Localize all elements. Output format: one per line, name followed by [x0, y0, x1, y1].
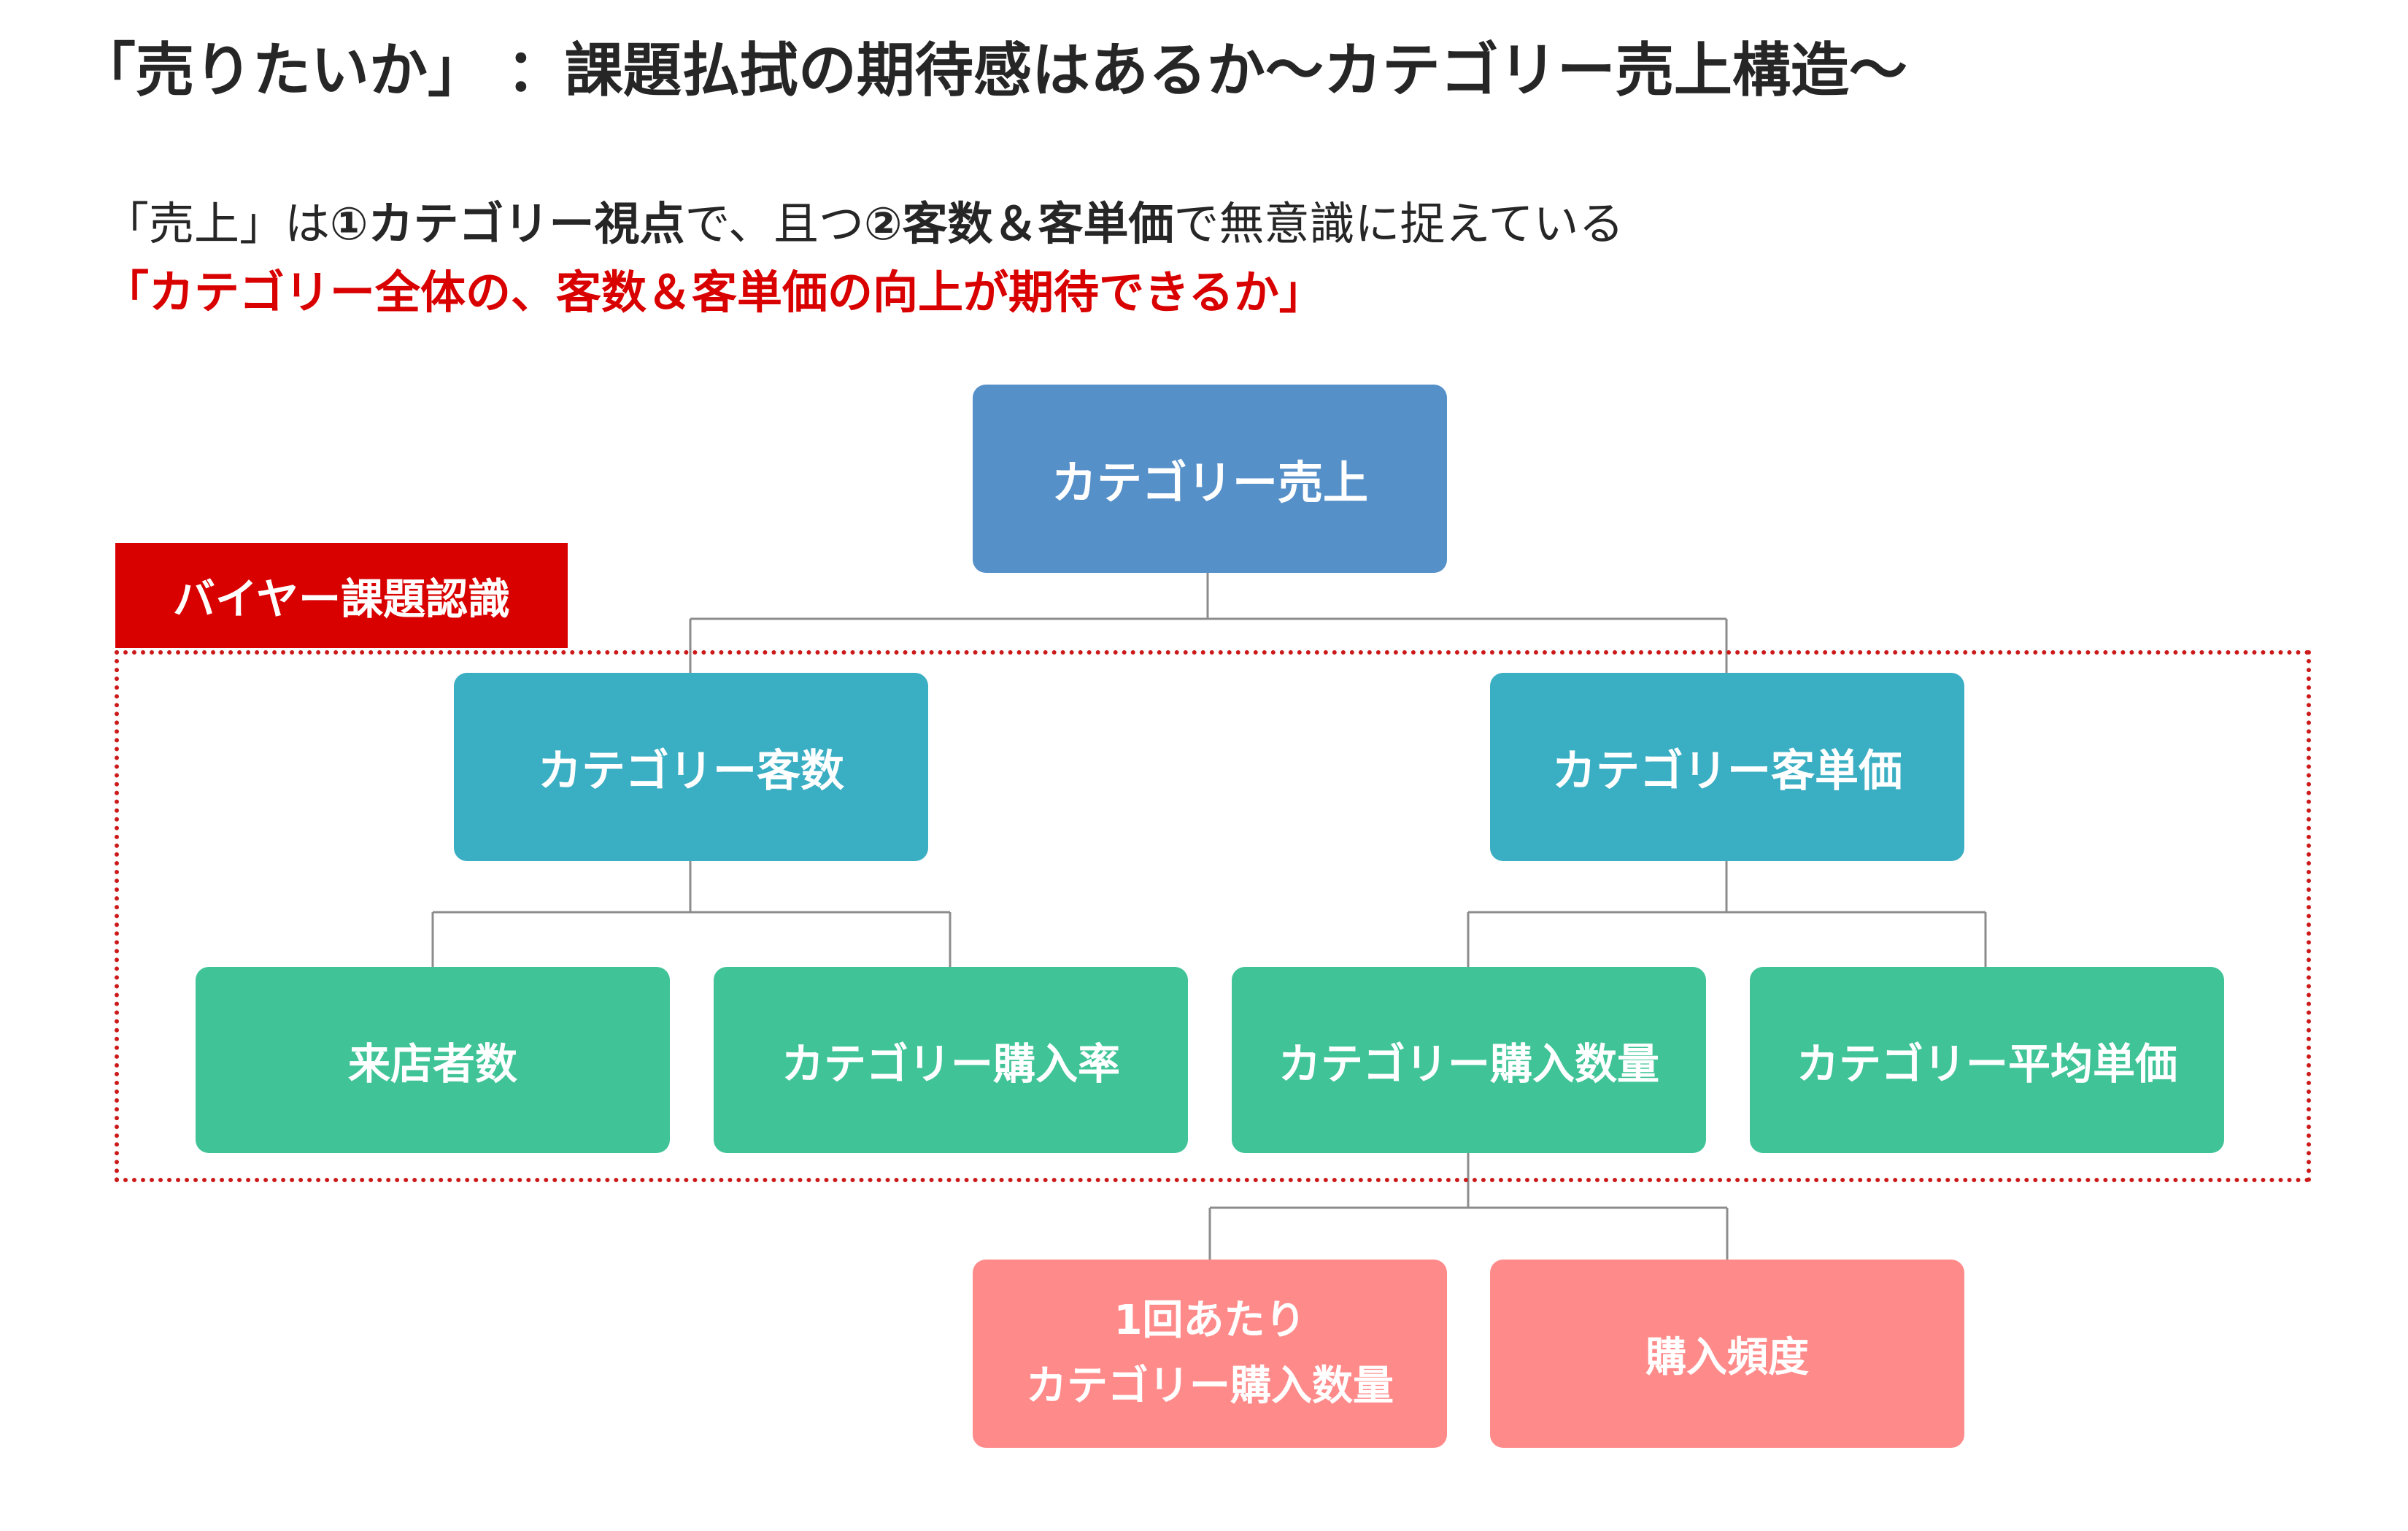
node-category-unit-price: カテゴリー客単価: [1490, 673, 1964, 861]
subtitle-emphasis-category: ①カテゴリー視点: [330, 197, 685, 250]
node-purchase-quantity: カテゴリー購入数量: [1232, 967, 1706, 1153]
node-purchase-quantity-label: カテゴリー購入数量: [1278, 1038, 1659, 1089]
node-visitors: 来店者数: [196, 967, 670, 1153]
node-category-customers: カテゴリー客数: [454, 673, 928, 861]
subtitle-text-3: で無意識に捉えている: [1173, 197, 1624, 250]
subtitle-text-1: 「売上」は: [104, 197, 331, 250]
node-average-price: カテゴリー平均単価: [1750, 967, 2224, 1153]
node-purchase-frequency-label: 購入頻度: [1645, 1333, 1809, 1381]
node-purchase-frequency: 購入頻度: [1490, 1260, 1964, 1448]
node-purchase-rate-label: カテゴリー購入率: [781, 1038, 1120, 1089]
node-category-sales: カテゴリー売上: [973, 385, 1447, 573]
subtitle-text-2: で、且つ: [684, 197, 865, 250]
node-per-visit-quantity-line2: カテゴリー購入数量: [1026, 1362, 1394, 1410]
node-average-price-label: カテゴリー平均単価: [1796, 1038, 2177, 1089]
node-per-visit-quantity-line1: 1回あたり: [1114, 1297, 1306, 1344]
subtitle-line-2: 「カテゴリー全体の、客数＆客単価の向上が期待できるか」: [104, 266, 1324, 319]
node-per-visit-quantity: 1回あたり カテゴリー購入数量: [973, 1260, 1447, 1448]
page-title: 「売りたいか」 ：課題払拭の期待感はあるか～カテゴリー売上構造～: [77, 36, 1907, 104]
buyer-issue-label: バイヤー課題認識: [115, 543, 568, 648]
node-purchase-rate: カテゴリー購入率: [714, 967, 1188, 1153]
node-category-customers-label: カテゴリー客数: [538, 745, 844, 797]
subtitle-emphasis-customers: ②客数＆客単価: [864, 197, 1174, 250]
node-category-sales-label: カテゴリー売上: [1051, 456, 1368, 509]
node-visitors-label: 来店者数: [347, 1038, 517, 1089]
subtitle-line-1: 「売上」は①カテゴリー視点で、且つ②客数＆客単価で無意識に捉えている: [104, 191, 1624, 257]
node-per-visit-quantity-text: 1回あたり カテゴリー購入数量: [1026, 1288, 1394, 1419]
node-category-unit-price-label: カテゴリー客単価: [1552, 745, 1902, 797]
buyer-issue-region: [115, 650, 2311, 1182]
